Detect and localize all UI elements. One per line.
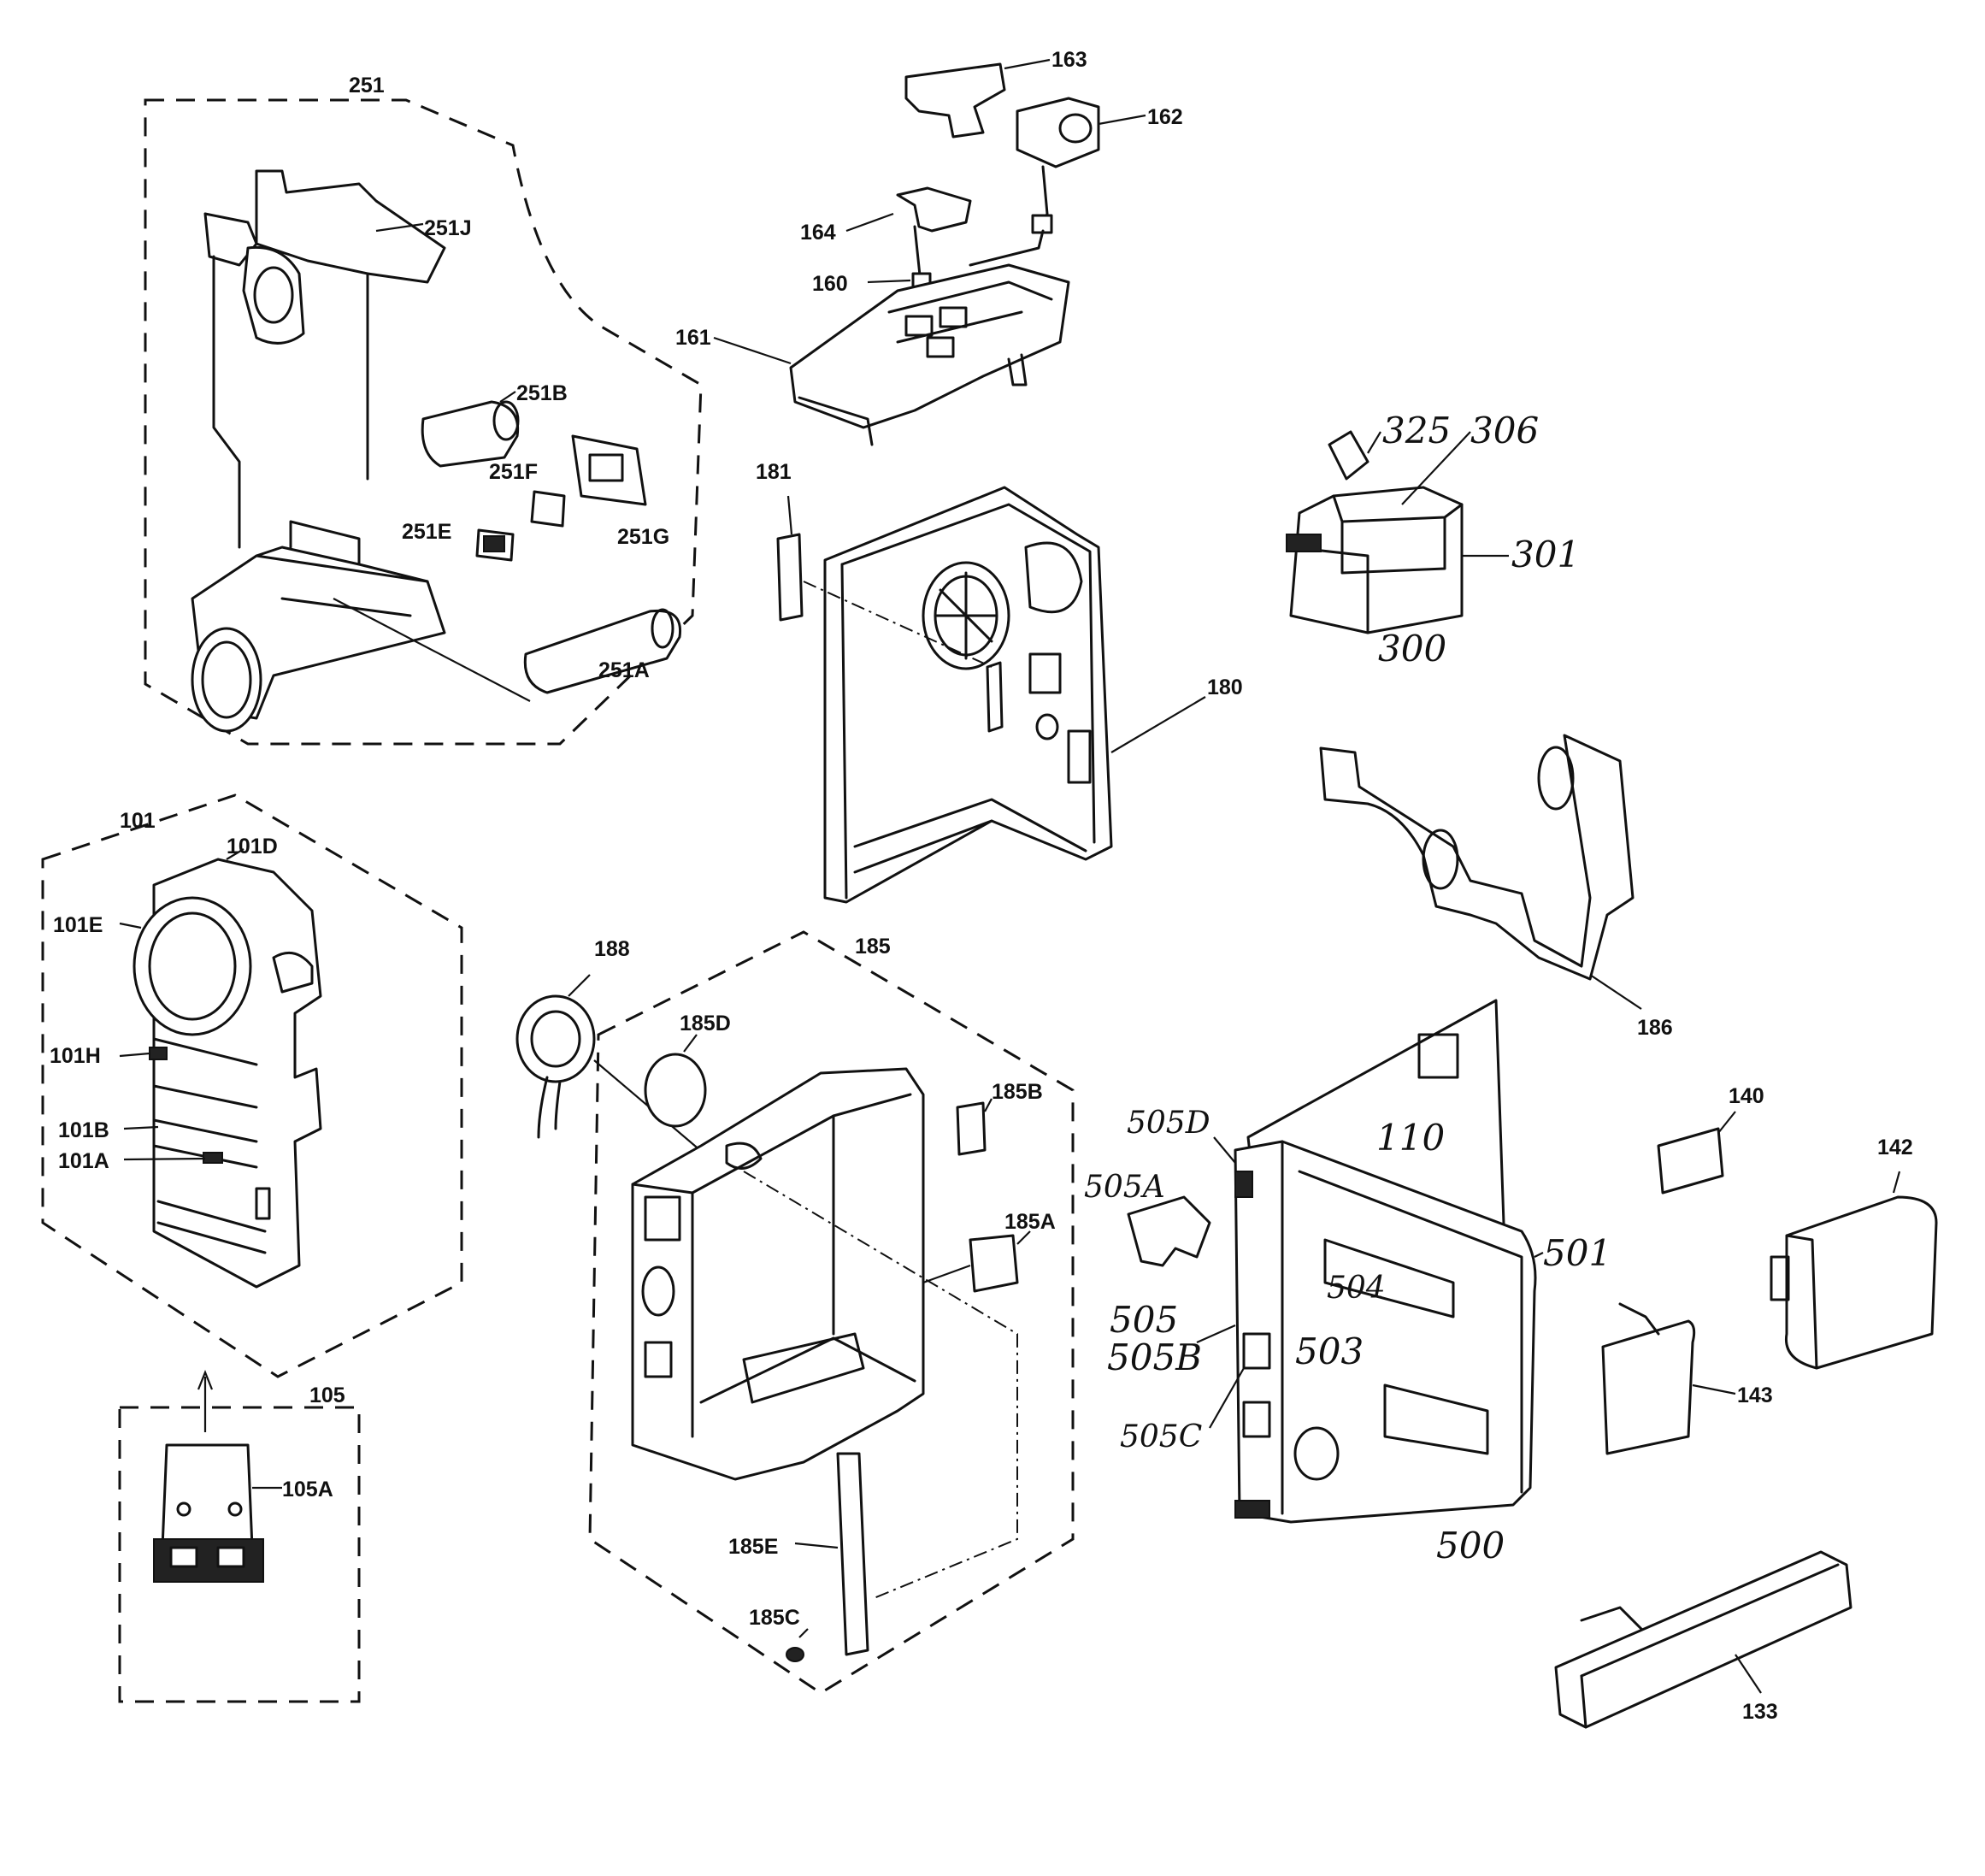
label-162: 162 — [1147, 105, 1183, 129]
label-251J: 251J — [424, 216, 472, 240]
part-500-body: 110 505D 505A 501 504 505 505B 503 505C … — [1084, 999, 1611, 1566]
label-180: 180 — [1207, 675, 1243, 699]
part-142-battery-cover — [1784, 1195, 1938, 1370]
label-185A: 185A — [1004, 1210, 1056, 1234]
label-505A: 505A — [1084, 1170, 1165, 1205]
part-501-case — [1234, 1140, 1537, 1524]
part-301-block — [1289, 486, 1464, 634]
part-185E — [836, 1452, 869, 1656]
label-306: 306 — [1470, 410, 1539, 451]
part-251F — [530, 490, 566, 528]
group-251: 251 251J 251B 251G 251F 251E — [144, 74, 703, 746]
label-142: 142 — [1877, 1136, 1913, 1159]
label-505D: 505D — [1127, 1106, 1210, 1141]
part-164 — [896, 186, 972, 233]
label-140: 140 — [1729, 1084, 1764, 1108]
label-164: 164 — [800, 221, 836, 245]
label-251E: 251E — [402, 520, 451, 544]
label-300: 300 — [1378, 628, 1446, 670]
label-101A: 101A — [58, 1149, 109, 1173]
part-143 — [1601, 1319, 1696, 1455]
label-101H: 101H — [50, 1044, 101, 1068]
part-251G — [571, 434, 647, 506]
label-133: 133 — [1742, 1700, 1778, 1724]
label-186: 186 — [1637, 1016, 1673, 1040]
part-185B — [956, 1101, 987, 1156]
part-251J-bracket — [255, 169, 446, 284]
label-188: 188 — [594, 937, 630, 961]
part-162 — [1016, 97, 1100, 168]
label-160: 160 — [812, 272, 848, 296]
label-301: 301 — [1511, 534, 1580, 575]
part-186-flex: 186 — [1319, 734, 1673, 1040]
label-161: 161 — [675, 326, 711, 350]
part-300-assembly: 325 306 301 300 — [1286, 410, 1580, 670]
label-251B: 251B — [516, 381, 568, 405]
part-133-strip — [1554, 1550, 1852, 1729]
part-140 — [1657, 1127, 1724, 1195]
label-503: 503 — [1295, 1330, 1364, 1372]
part-185-frame — [631, 1067, 925, 1481]
group-105-boundary — [118, 1406, 361, 1703]
part-505A — [1127, 1195, 1211, 1267]
label-143: 143 — [1737, 1383, 1773, 1407]
label-505B: 505B — [1107, 1336, 1202, 1378]
part-251B — [421, 400, 520, 468]
label-505: 505 — [1110, 1299, 1178, 1341]
label-185C: 185C — [749, 1606, 800, 1630]
label-105A: 105A — [282, 1478, 333, 1501]
label-500: 500 — [1436, 1525, 1505, 1566]
part-105A — [161, 1443, 254, 1549]
label-251F: 251F — [489, 460, 538, 484]
label-101D: 101D — [227, 835, 278, 858]
label-251G: 251G — [617, 525, 669, 549]
label-251A: 251A — [598, 658, 650, 682]
label-110: 110 — [1376, 1117, 1445, 1159]
label-101E: 101E — [53, 913, 103, 937]
part-251A — [523, 609, 682, 694]
part-180-cover: 180 181 — [756, 460, 1243, 904]
group-185-label: 185 — [855, 935, 891, 959]
part-185C-screw — [786, 1647, 804, 1662]
group-105-label: 105 — [309, 1383, 345, 1407]
group-105: 105 105A — [118, 1370, 361, 1703]
label-185D: 185D — [680, 1012, 731, 1035]
group-185: 185 188 185D 185B 185A — [515, 930, 1075, 1695]
group-185-boundary — [588, 930, 1075, 1695]
label-505C: 505C — [1120, 1419, 1202, 1454]
label-504: 504 — [1327, 1271, 1386, 1306]
part-185A — [969, 1234, 1019, 1293]
label-101B: 101B — [58, 1118, 109, 1142]
right-side-parts: 140 142 143 133 — [1554, 1084, 1938, 1729]
group-251-label: 251 — [349, 74, 385, 97]
label-325: 325 — [1382, 410, 1451, 451]
label-163: 163 — [1051, 48, 1087, 72]
part-163 — [904, 62, 1006, 139]
label-185E: 185E — [728, 1535, 778, 1559]
group-101-label: 101 — [120, 809, 156, 833]
part-188-speaker — [515, 994, 596, 1083]
label-185B: 185B — [992, 1080, 1043, 1104]
group-101: 101 101D 101E 101H 101B 101A — [41, 793, 463, 1378]
label-181: 181 — [756, 460, 792, 484]
part-185D — [644, 1053, 707, 1128]
part-181 — [776, 533, 804, 622]
top-assembly-160-164: 163 162 164 160 161 — [675, 48, 1183, 446]
group-101-boundary — [41, 793, 463, 1378]
label-501: 501 — [1543, 1232, 1611, 1274]
part-186-board — [1319, 734, 1635, 981]
part-180-shell — [823, 486, 1113, 904]
